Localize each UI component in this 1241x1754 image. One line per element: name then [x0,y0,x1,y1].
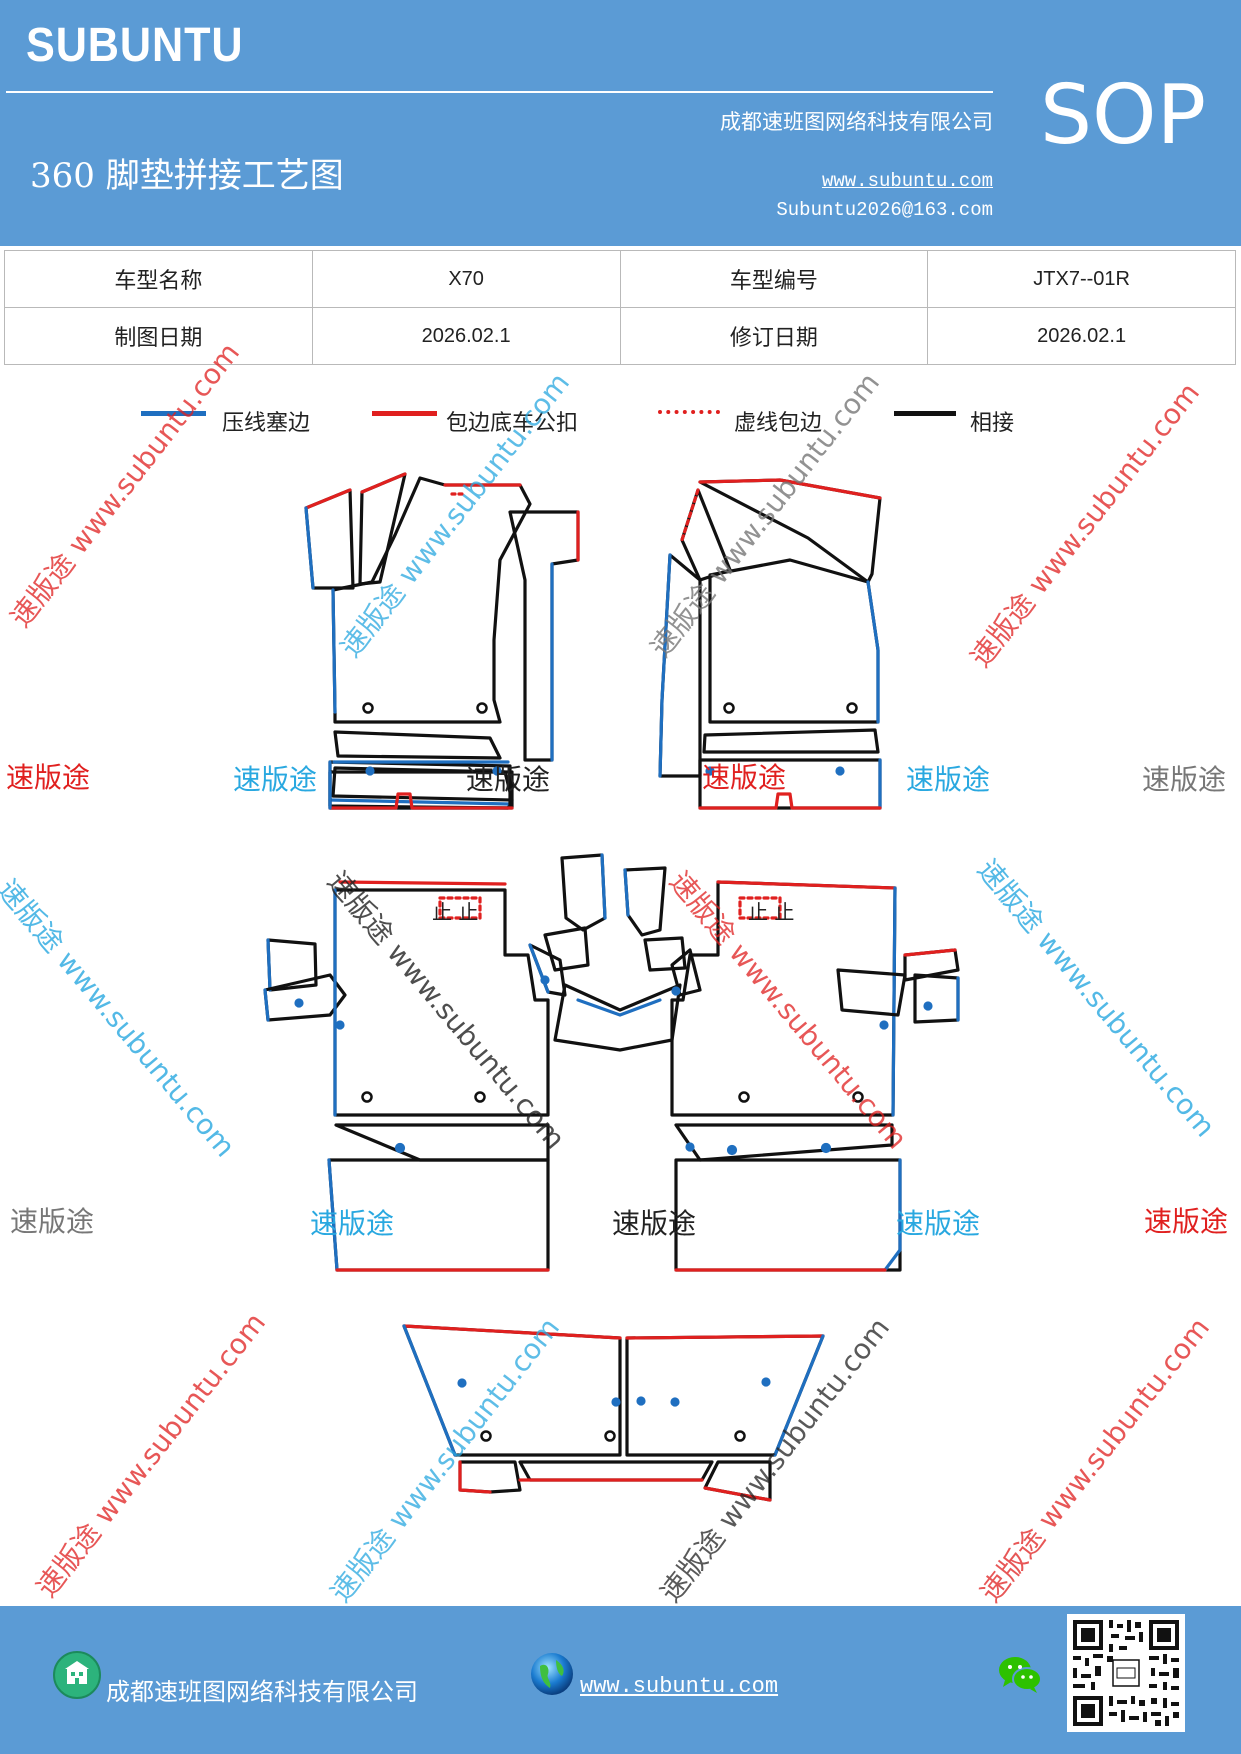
front-left-mat [304,472,580,810]
watermark-text: 速版途 [233,763,318,796]
model-code-label: 车型编号 [619,250,929,308]
header-divider [6,91,993,93]
rear-left-mat [263,880,550,1272]
front-right-mat [658,478,882,810]
watermark-text: 速版途 [906,763,991,796]
website-link[interactable]: www.subuntu.com [821,170,993,192]
legend-label: 相接 [970,411,1015,436]
brand-logo: SUBUNTU [26,19,244,72]
floor-mat-diagram [263,472,960,1502]
draw-date-value: 2026.02.1 [311,307,621,365]
stitch-marks: 止 止 [432,900,479,924]
table-row: 制图日期 2026.02.1 修订日期 2026.02.1 [4,307,1236,365]
legend-swatch-dotted [658,410,720,414]
footer-company: 成都速班图网络科技有限公司 [106,1678,418,1706]
revise-date-label: 修订日期 [619,307,929,365]
watermark-text: 速版途 [1142,763,1227,796]
footer-website-link[interactable]: www.subuntu.com [580,1674,779,1699]
watermark-text: 速版途 [466,763,551,796]
trunk-mat [402,1324,825,1502]
watermark-text: 速版途 [702,761,787,794]
rear-right-mat [670,880,960,1272]
watermark-text: 速版途 [896,1207,981,1240]
legend-label: 压线塞边 [222,411,311,436]
draw-date-label: 制图日期 [4,307,313,365]
legend-label: 包边底车公扣 [446,411,579,436]
watermark-text: 速版途 [612,1207,697,1240]
table-row: 车型名称 X70 车型编号 JTX7--01R [4,250,1236,308]
vehicle-info-table: 车型名称 X70 车型编号 JTX7--01R 制图日期 2026.02.1 修… [4,250,1236,365]
legend-swatch-blue [141,411,206,416]
sop-badge: SOP [1040,68,1207,163]
email-address: Subuntu2026@163.com [776,199,993,221]
building-icon [53,1651,101,1699]
header-banner [0,0,1241,246]
legend-label: 虚线包边 [734,411,823,436]
rear-center-hump [528,853,702,1052]
stitch-marks: 止 止 [748,900,795,924]
legend-swatch-red [372,411,437,416]
company-name: 成都速班图网络科技有限公司 [720,110,993,134]
wechat-icon [999,1657,1042,1693]
model-code-value: JTX7--01R [927,250,1236,308]
globe-icon [531,1653,573,1695]
revise-date-value: 2026.02.1 [927,307,1236,365]
watermark-text: 速版途 [1144,1205,1229,1238]
model-name-value: X70 [311,250,621,308]
model-name-label: 车型名称 [4,250,313,308]
watermark-text: 速版途 [310,1207,395,1240]
page-title: 360 脚垫拼接工艺图 [30,156,344,196]
qr-code [1067,1614,1185,1732]
legend-swatch-black [894,411,956,416]
watermark-text: 速版途 [10,1205,95,1238]
watermark-text: 速版途 [6,761,91,794]
